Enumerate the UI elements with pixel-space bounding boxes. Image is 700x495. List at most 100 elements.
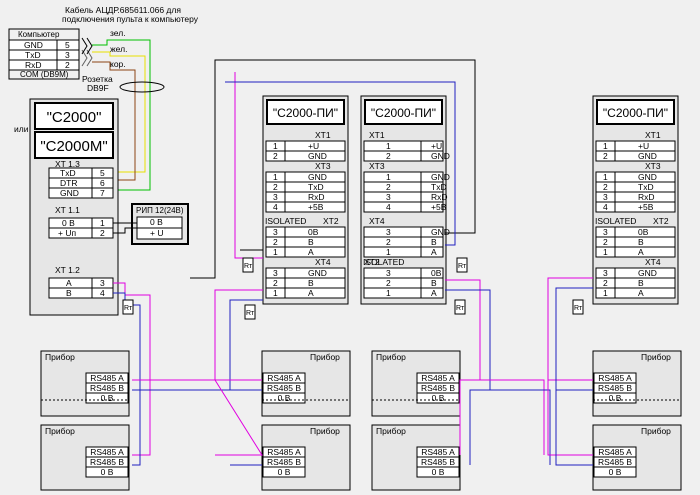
terminator-resistor-1: Rт bbox=[122, 299, 134, 315]
xt11-up-num: 2 bbox=[100, 228, 105, 238]
pi-xt3-cell-3: TxD bbox=[638, 182, 654, 192]
pi-xt3-cell-1: 3 bbox=[273, 192, 278, 202]
pi-xt2-cell-3: 0В bbox=[638, 227, 649, 237]
pi-xt3-cell-1: 1 bbox=[273, 172, 278, 182]
xt13-dtr: DTR bbox=[60, 178, 77, 188]
computer-pin-txd: TxD bbox=[25, 50, 41, 60]
pi-xt3-cell-3: 4 bbox=[603, 202, 608, 212]
pi-xt1-cell-3: 2 bbox=[603, 151, 608, 161]
device-row-1: RS485 A bbox=[90, 373, 124, 383]
pi-xt4-cell-2: 1 bbox=[386, 247, 391, 257]
cable-title-line1: Кабель АЦДР.685611.066 для bbox=[65, 5, 181, 15]
wire-path bbox=[230, 389, 262, 466]
xt11-title: XT 1.1 bbox=[55, 205, 80, 215]
xt13-txd: TxD bbox=[60, 168, 76, 178]
pi-xt4-cell-1: A bbox=[308, 288, 314, 298]
terminator-resistor-6: Rт bbox=[572, 299, 584, 315]
pi-xt2-cell-1: A bbox=[308, 247, 314, 257]
computer-pin-gnd-num: 5 bbox=[65, 40, 70, 50]
pi-xt4-cell-2: 2 bbox=[386, 237, 391, 247]
device-row-4: RS485 A bbox=[267, 447, 301, 457]
wire-path bbox=[555, 287, 593, 391]
computer-pin-txd-num: 3 bbox=[65, 50, 70, 60]
xt13-gnd-num: 7 bbox=[100, 188, 105, 198]
pi-xt2-cell-3: 3 bbox=[603, 227, 608, 237]
wire-path bbox=[132, 390, 141, 466]
xt12-b: B bbox=[66, 288, 72, 298]
wire-path bbox=[555, 390, 593, 466]
pi-xt4-cell-2: 3 bbox=[386, 227, 391, 237]
rip-0v: 0 В bbox=[150, 217, 163, 227]
terminator-resistor-5: Rт bbox=[456, 257, 468, 273]
resistor-label-5: Rт bbox=[458, 263, 467, 270]
pi-xt1-cell-3: GND bbox=[638, 151, 657, 161]
device-row-7: RS485 B bbox=[598, 383, 632, 393]
resistor-label-3: Rт bbox=[244, 263, 253, 270]
pi-xt3-cell-1: RxD bbox=[308, 192, 325, 202]
pi-xt4-cell-2: GND bbox=[431, 227, 450, 237]
pi-xt2-cell-1: 1 bbox=[273, 247, 278, 257]
pi-xt2-cell-3: 2 bbox=[603, 237, 608, 247]
pi-xt1-title-2: XT1 bbox=[369, 130, 385, 140]
pi-xt2-cell-1: 2 bbox=[273, 237, 278, 247]
device-row-6: RS485 B bbox=[421, 457, 455, 467]
wire-path bbox=[547, 380, 593, 456]
pi-xt3-cell-3: GND bbox=[638, 172, 657, 182]
ili-label: или bbox=[14, 124, 29, 134]
pi-xt4-cell-3: 3 bbox=[603, 268, 608, 278]
rip-power-supply: РИП 12(24В) 0 В + U bbox=[131, 203, 189, 245]
pi-xt3-cell-2: +5В bbox=[431, 202, 447, 212]
pi-isolated-2: ISOLATED bbox=[363, 257, 404, 267]
device-row-8: RS485 B bbox=[598, 457, 632, 467]
device-row-5: 0 В bbox=[432, 393, 445, 403]
resistor-label-2: Rт bbox=[246, 310, 255, 317]
pi-block-2: "С2000-ПИ"XT1+U1GND2XT3GND1TxD2RxD3+5В4X… bbox=[360, 95, 450, 305]
pi-xt3-cell-1: 4 bbox=[273, 202, 278, 212]
pi-xt1-cell-1: 1 bbox=[273, 141, 278, 151]
device-title-2: Прибор bbox=[45, 426, 75, 436]
pi-xt2-cell-2: A bbox=[431, 288, 437, 298]
device-row-8: 0 В bbox=[609, 467, 622, 477]
pi-xt3-cell-2: 2 bbox=[386, 182, 391, 192]
pi-xt2-cell-2: 3 bbox=[386, 268, 391, 278]
pi-xt3-cell-2: 1 bbox=[386, 172, 391, 182]
c2000m-name: "С2000М" bbox=[40, 138, 107, 155]
wire-yellow-label: жел. bbox=[110, 44, 127, 54]
pi-xt4-cell-3: 1 bbox=[603, 288, 608, 298]
pi-xt3-cell-3: 3 bbox=[603, 192, 608, 202]
computer-pin-rxd: RxD bbox=[25, 60, 42, 70]
device-row-1: RS485 B bbox=[90, 383, 124, 393]
pi-xt3-cell-3: 2 bbox=[603, 182, 608, 192]
resistor-label-4: Rт bbox=[456, 305, 465, 312]
resistor-label-1: Rт bbox=[124, 305, 133, 312]
pi-xt4-title-1: XT4 bbox=[315, 257, 331, 267]
pi-xt1-cell-3: +U bbox=[638, 141, 649, 151]
device-title-8: Прибор bbox=[641, 426, 671, 436]
terminator-resistor-4: Rт bbox=[454, 299, 466, 315]
wire-brown-label: кор. bbox=[110, 59, 126, 69]
pi-xt4-cell-1: GND bbox=[308, 268, 327, 278]
pi-xt3-title-2: XT3 bbox=[369, 161, 385, 171]
wire-path bbox=[132, 380, 151, 456]
wire-path bbox=[190, 59, 476, 279]
device-title-7: Прибор bbox=[641, 352, 671, 362]
pi-xt1-cell-2: +U bbox=[431, 141, 442, 151]
device-row-2: 0 В bbox=[101, 467, 114, 477]
xt11-0v-num: 1 bbox=[100, 218, 105, 228]
device-row-4: 0 В bbox=[278, 467, 291, 477]
wire-path bbox=[460, 379, 545, 455]
pi-xt1-cell-2: 2 bbox=[386, 151, 391, 161]
xt12-title: XT 1.2 bbox=[55, 265, 80, 275]
cable-title-line2: подключения пульта к компьютеру bbox=[62, 14, 199, 24]
pi-xt4-title-3: XT4 bbox=[645, 257, 661, 267]
xt11-up: + Uп bbox=[58, 228, 76, 238]
device-title-4: Прибор bbox=[310, 426, 340, 436]
pi-xt2-cell-3: 1 bbox=[603, 247, 608, 257]
pi-xt2-cell-2: B bbox=[431, 278, 437, 288]
